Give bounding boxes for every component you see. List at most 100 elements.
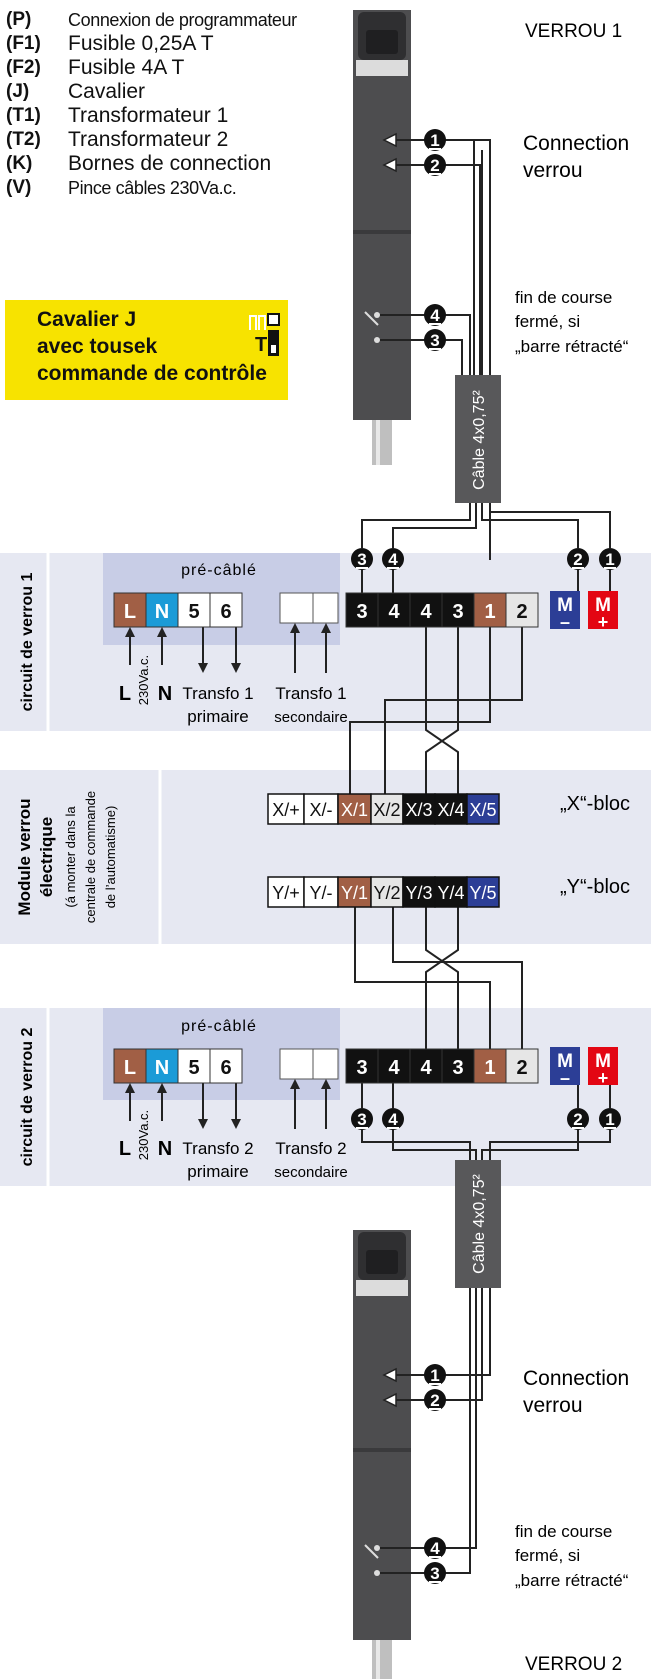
circuit-1-voltage: 230Va.c.: [136, 655, 151, 705]
circuit2-terminal: 4: [377, 1048, 411, 1084]
circuit-2-n-label: N: [158, 1138, 172, 1160]
svg-text:Y/1: Y/1: [341, 883, 368, 903]
circuit-2-transfo-secondary-1: Transfo 2: [275, 1139, 346, 1158]
svg-text:M: M: [557, 595, 573, 616]
svg-text:2: 2: [430, 156, 439, 175]
svg-text:N: N: [155, 1057, 169, 1079]
marker-1: 1: [599, 548, 621, 570]
legend-code: (K): [6, 153, 33, 174]
circuit-1-transfo-secondary-2: secondaire: [274, 709, 347, 726]
y-block-cell: Y/+: [267, 876, 305, 908]
legend-item: (T1) Transformateur 1: [6, 104, 336, 128]
marker-1: 1: [424, 129, 446, 151]
lock-2-limit-line3: „barre rétracté“: [515, 1571, 629, 1590]
svg-text:M: M: [557, 1051, 573, 1072]
circuit2-power-terminal: 5: [177, 1048, 211, 1084]
lock-1-connection-line2: verrou: [523, 159, 583, 182]
svg-text:4: 4: [430, 306, 440, 325]
svg-text:Y/3: Y/3: [405, 883, 432, 903]
circuit-2-voltage: 230Va.c.: [136, 1110, 151, 1160]
circuit2-minus-terminal: M–: [550, 1047, 580, 1088]
svg-text:–: –: [560, 1068, 570, 1088]
svg-text:de l’automatisme): de l’automatisme): [103, 806, 118, 909]
y-block-cell: Y/1: [337, 876, 372, 908]
svg-text:4: 4: [388, 1057, 400, 1079]
svg-text:–: –: [560, 612, 570, 632]
legend-code: (P): [6, 9, 32, 30]
marker-1: 1: [424, 1364, 446, 1386]
cable-1: [455, 375, 501, 503]
marker-4: 4: [424, 304, 446, 326]
svg-text:6: 6: [220, 1057, 231, 1079]
svg-text:3: 3: [357, 1110, 366, 1129]
svg-text:2: 2: [430, 1391, 439, 1410]
legend-text: Transformateur 2: [68, 128, 229, 151]
circuit-1-transfo-primary-1: Transfo 1: [182, 684, 253, 703]
svg-text:5: 5: [188, 1057, 199, 1079]
svg-text:1: 1: [430, 131, 439, 150]
jumper-icon: [249, 313, 280, 356]
svg-text:Y/5: Y/5: [469, 883, 496, 903]
x-block-cell: X/5: [466, 793, 500, 825]
circuit2-terminal: 2: [505, 1048, 539, 1084]
circuit1-terminal: 4: [377, 592, 411, 628]
svg-text:3: 3: [430, 331, 439, 350]
marker-3: 3: [424, 1562, 446, 1584]
circuit-1-transfo-primary-2: primaire: [187, 707, 248, 726]
legend-text: Transformateur 1: [68, 104, 229, 127]
marker-3: 3: [424, 329, 446, 351]
circuit2-empty-terminal: [279, 1048, 314, 1080]
cable-2: [455, 1160, 501, 1288]
circuit2-plus-terminal: M+: [588, 1047, 618, 1088]
lock-2-limit-line2: fermé, si: [515, 1546, 580, 1565]
legend-code: (V): [6, 177, 32, 198]
marker-3: 3: [351, 1108, 373, 1130]
circuit2-terminal: 1: [473, 1048, 507, 1084]
circuit1-minus-terminal: M–: [550, 591, 580, 632]
legend-text: Fusible 4A T: [68, 56, 185, 79]
svg-text:M: M: [595, 595, 611, 616]
circuit-2-side-label: circuit de verrou 2: [19, 1028, 36, 1167]
svg-text:3: 3: [452, 601, 463, 623]
legend-code: (T1): [6, 105, 41, 126]
svg-text:1: 1: [484, 1057, 495, 1079]
circuit-2-prewired-label: pré-câblé: [181, 1018, 257, 1035]
svg-text:Y/4: Y/4: [437, 883, 464, 903]
circuit-2-transfo-primary-2: primaire: [187, 1162, 248, 1181]
svg-text:1: 1: [605, 550, 614, 569]
svg-text:2: 2: [516, 1057, 527, 1079]
legend-code: (T2): [6, 129, 41, 150]
circuit1-terminal: 2: [505, 592, 539, 628]
svg-text:L: L: [124, 1057, 136, 1079]
svg-text:3: 3: [356, 601, 367, 623]
svg-text:centrale de commande: centrale de commande: [83, 791, 98, 923]
x-block-cell: X/2: [370, 793, 404, 825]
x-block-label: „X“-bloc: [560, 793, 630, 815]
legend-item: (V) Pince câbles 230Va.c.: [6, 176, 336, 200]
lock-1-connection-line1: Connection: [523, 132, 629, 155]
svg-text:4: 4: [420, 601, 432, 623]
cable-1-label: Câble 4x0,75²: [471, 390, 488, 490]
x-block-cell: X/4: [434, 793, 468, 825]
svg-text:N: N: [155, 601, 169, 623]
y-block-cell: Y/5: [466, 876, 500, 908]
svg-text:4: 4: [388, 550, 398, 569]
lock-1-title: VERROU 1: [525, 21, 622, 42]
circuit2-power-terminal: L: [113, 1048, 147, 1084]
circuit-1-side-label: circuit de verrou 1: [19, 573, 36, 712]
legend-item: (P)Connexion de programmateur: [6, 8, 336, 32]
svg-text:3: 3: [356, 1057, 367, 1079]
circuit-2-transfo-secondary-2: secondaire: [274, 1164, 347, 1181]
lock-1-rod: [353, 10, 411, 465]
lock-2-rod: [353, 1230, 411, 1679]
svg-text:(á monter dans la: (á monter dans la: [63, 806, 78, 908]
jumper-callout-text: Cavalier J avec tousek commande de contr…: [37, 306, 267, 387]
svg-text:Y/-: Y/-: [309, 883, 332, 903]
x-block-cell: X/1: [337, 793, 372, 825]
circuit2-power-terminal: 6: [209, 1048, 243, 1084]
legend-text: Pince câbles 230Va.c.: [68, 177, 237, 198]
svg-text:électrique: électrique: [37, 817, 56, 897]
svg-text:3: 3: [357, 550, 366, 569]
svg-text:X/3: X/3: [405, 800, 432, 820]
